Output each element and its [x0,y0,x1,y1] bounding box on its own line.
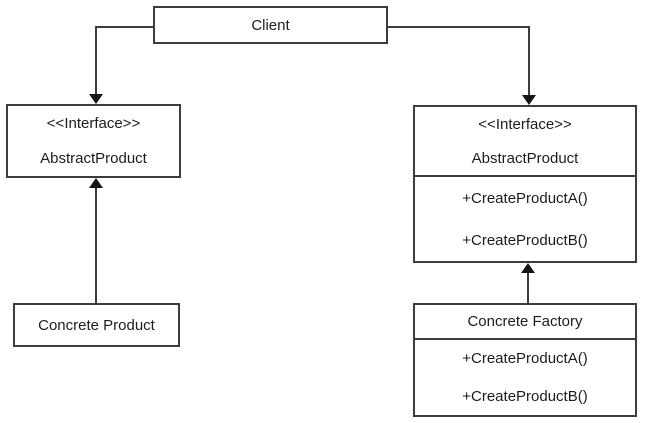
method-create-product-a: +CreateProductA() [462,189,588,207]
concrete-factory-label: Concrete Factory [467,313,583,330]
client-label: Client [251,16,290,34]
method-create-product-a: +CreateProductA() [462,350,588,368]
compartment-divider [415,338,635,340]
connector-concrete-product-to-abstract-product [95,188,97,303]
abstract-product-stereotype: <<Interface>> [46,115,141,132]
arrowhead-down-icon [522,95,536,105]
arrowhead-up-icon [89,178,103,188]
concrete-factory-class-box: Concrete Factory +CreateProductA() +Crea… [413,303,637,417]
client-class-box: Client [153,6,388,44]
method-create-product-b: +CreateProductB() [462,387,588,405]
concrete-factory-methods: +CreateProductA() +CreateProductB() [415,340,635,415]
connector-client-to-abstract-factory-vertical [528,26,530,95]
abstract-product-name: AbstractProduct [40,150,147,167]
connector-client-to-abstract-product-horizontal [96,26,153,28]
abstract-product-interface-box: <<Interface>> AbstractProduct [6,104,181,178]
method-create-product-b: +CreateProductB() [462,231,588,249]
abstract-factory-stereotype: <<Interface>> [478,115,572,133]
concrete-product-class-box: Concrete Product [13,303,180,347]
connector-client-to-abstract-product-vertical [95,26,97,94]
arrowhead-up-icon [521,263,535,273]
concrete-product-label: Concrete Product [38,316,155,334]
arrowhead-down-icon [89,94,103,104]
connector-client-to-abstract-factory-horizontal [388,26,529,28]
abstract-factory-interface-box: <<Interface>> AbstractProduct +CreatePro… [413,105,637,263]
compartment-divider [415,175,635,177]
connector-concrete-factory-to-abstract-factory [527,273,529,303]
abstract-factory-name: AbstractProduct [471,149,579,167]
abstract-factory-methods: +CreateProductA() +CreateProductB() [415,177,635,261]
